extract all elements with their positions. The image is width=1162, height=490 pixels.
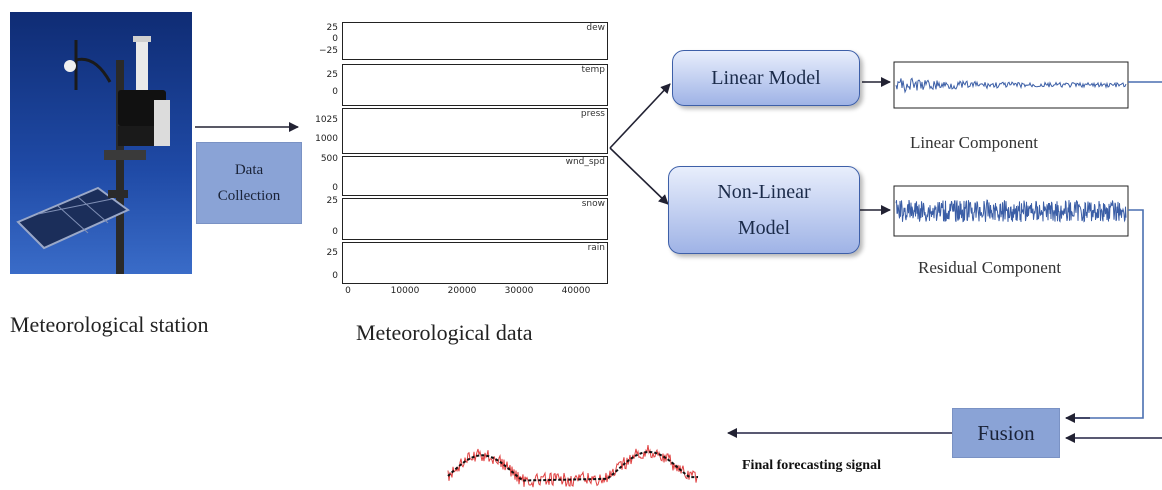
subplot-ytick: 0: [332, 227, 338, 238]
met-data-caption: Meteorological data: [356, 320, 533, 345]
subplot-dew: dew: [342, 22, 608, 60]
subplot-ytick: 25: [326, 70, 338, 80]
subplot-ytick: 1025: [315, 115, 338, 126]
linear-signal-path: [895, 77, 1127, 94]
subplot-tag: temp: [581, 65, 605, 75]
subplot-ytick: 0: [332, 271, 338, 282]
data-collection-box: Data Collection: [196, 142, 302, 224]
subplot-xtick: 20000: [447, 286, 477, 296]
subplot-ytick: −25: [319, 45, 338, 56]
subplot-ytick: 1000: [315, 133, 338, 144]
subplot-rain: rain: [342, 242, 608, 284]
subplot-xtick: 0: [345, 286, 351, 296]
subplot-tag: dew: [586, 23, 605, 33]
data-collection-line2: Collection: [217, 188, 281, 204]
forecast-predicted-path: [447, 451, 698, 482]
weather-station-photo: [10, 12, 192, 274]
subplot-ytick: 0: [332, 34, 338, 44]
subplot-ytick: 25: [326, 248, 338, 258]
subplot-ytick: 0: [332, 183, 338, 194]
nonlinear-model-line2: Model: [737, 217, 791, 239]
forecast-observed-path: [447, 445, 699, 488]
linear-component-caption: Linear Component: [910, 133, 1038, 152]
nonlinear-model-box: Non-Linear Model: [668, 166, 860, 254]
station-caption: Meteorological station: [10, 312, 209, 337]
subplot-ytick: 25: [326, 23, 338, 34]
subplot-ytick: 0: [332, 86, 338, 97]
subplot-press: press: [342, 108, 608, 154]
linear-model-label: Linear Model: [711, 66, 821, 89]
residual-component-signal: [895, 199, 1127, 223]
subplot-tag: wnd_spd: [565, 157, 605, 167]
subplot-xtick: 10000: [390, 286, 420, 296]
arrow-to-nonlinear: [609, 147, 669, 205]
residual-signal-path: [895, 199, 1127, 223]
subplot-tag: press: [580, 109, 605, 119]
subplot-ytick: 25: [326, 196, 338, 206]
subplot-tag: snow: [581, 199, 605, 209]
final-signal-caption: Final forecasting signal: [742, 458, 881, 473]
linear-model-box: Linear Model: [672, 50, 860, 106]
connector-residual-to-fusion: [1066, 209, 1144, 419]
subplot-xtick: 40000: [561, 286, 591, 296]
subplot-snow: snow: [342, 198, 608, 240]
forecast-signal: [447, 445, 699, 488]
nonlinear-model-line1: Non-Linear: [717, 181, 811, 203]
arrow-to-linear: [609, 83, 671, 149]
data-collection-line1: Data: [234, 162, 264, 178]
fusion-label: Fusion: [977, 420, 1035, 445]
subplot-ytick: 500: [320, 153, 338, 164]
fusion-box: Fusion: [952, 408, 1060, 458]
subplot-temp: temp: [342, 64, 608, 106]
subplot-tag: rain: [587, 243, 605, 253]
subplot-xtick: 30000: [504, 286, 534, 296]
linear-component-signal: [895, 77, 1127, 94]
residual-component-caption: Residual Component: [918, 258, 1062, 277]
subplot-wnd-spd: wnd_spd: [342, 156, 608, 196]
